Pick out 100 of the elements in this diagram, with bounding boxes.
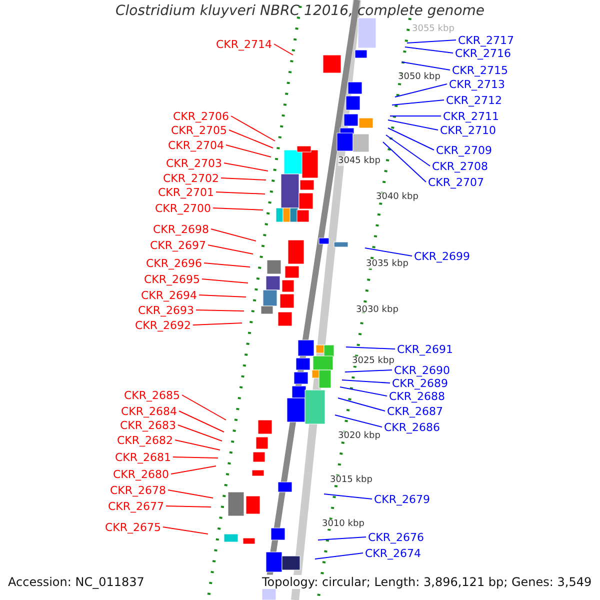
leader-line [338, 398, 386, 412]
leader-line [166, 506, 212, 508]
leader-line [216, 192, 266, 194]
gene-label: CKR_2682 [116, 434, 173, 447]
leader-line [202, 278, 248, 284]
leader-line [314, 552, 364, 560]
gene-label: CKR_2692 [134, 319, 191, 332]
leader-line [196, 310, 244, 312]
footer-text: Topology: circular; Length: 3,896,121 bp; Genes: 3,549 [262, 575, 592, 589]
gene-label: CKR_2675 [104, 521, 161, 534]
gene-label: CKR_2699 [414, 250, 470, 263]
gene-label: CKR_2684 [120, 405, 177, 418]
gene-label: CKR_2701 [158, 186, 214, 199]
gene-label: CKR_2689 [392, 377, 448, 390]
leader-line [162, 526, 208, 534]
leader-line [406, 40, 456, 44]
gene-label: CKR_2680 [112, 468, 169, 481]
gene-label: CKR_2712 [446, 94, 502, 107]
gene-label: CKR_2713 [449, 78, 506, 91]
leader-line [382, 142, 426, 182]
gene-label: CKR_2717 [458, 34, 514, 47]
footer-text: Accession: NC_011837 [8, 575, 144, 589]
gene-label: CKR_2714 [216, 38, 272, 51]
gene-label: CKR_2704 [168, 139, 224, 152]
leader-line [318, 536, 366, 540]
leader-line [230, 116, 276, 142]
leader-line [224, 162, 268, 172]
leader-line [346, 346, 396, 350]
gene-label: CKR_2698 [152, 223, 209, 236]
gene-label: CKR_2679 [374, 493, 430, 506]
leader-line [226, 144, 272, 158]
gene-label: CKR_2697 [150, 239, 206, 252]
leader-line [178, 424, 222, 442]
gene-label: CKR_2710 [440, 124, 496, 137]
leader-line [174, 440, 220, 450]
gene-label: CKR_2708 [432, 160, 488, 173]
scale-tick-label: 3010 kbp [322, 519, 364, 529]
gene-label: CKR_2705 [170, 124, 227, 137]
gene-label: CKR_2711 [443, 110, 500, 123]
gene-label: CKR_2691 [397, 343, 454, 356]
leader-line [170, 466, 216, 474]
scale-tick-label: 3055 kbp [412, 24, 454, 34]
gene-label: CKR_2709 [436, 144, 492, 157]
leader-line [324, 494, 372, 500]
leader-line [334, 414, 382, 428]
gene-label: CKR_2686 [384, 421, 440, 434]
leader-line [212, 208, 264, 210]
leader-line [168, 490, 214, 498]
leader-line [274, 44, 294, 56]
leader-line [340, 386, 388, 396]
gene-label: CKR_2703 [166, 157, 222, 170]
leader-line [178, 410, 224, 432]
leader-line [404, 46, 454, 54]
gene-label: CKR_2687 [387, 405, 444, 418]
gene-label: CKR_2694 [140, 289, 197, 302]
leader-line [388, 120, 438, 130]
gene-label: CKR_2700 [154, 202, 211, 215]
leader-line [394, 84, 448, 98]
leader-line [204, 262, 250, 268]
leader-line [182, 394, 226, 420]
leader-line [388, 128, 434, 150]
gene-label: CKR_2688 [389, 390, 446, 403]
scale-tick-label: 3015 kbp [330, 475, 372, 485]
gene-label: CKR_2702 [162, 172, 219, 185]
gene-label: CKR_2707 [428, 176, 484, 189]
leader-line [220, 178, 266, 180]
gene-label: CKR_2706 [172, 110, 229, 123]
leader-line [364, 248, 412, 256]
gene-label: CKR_2678 [110, 484, 166, 497]
scale-tick-label: 3025 kbp [352, 356, 394, 366]
gene-label: CKR_2715 [452, 64, 508, 77]
scale-tick-label: 3020 kbp [338, 431, 380, 441]
leader-line [402, 62, 450, 70]
scale-tick-label: 3050 kbp [398, 72, 440, 82]
gene-label: CKR_2696 [146, 257, 202, 270]
gene-label: CKR_2690 [394, 364, 450, 377]
gene-label: CKR_2681 [114, 451, 171, 464]
title: Clostridium kluyveri NBRC 12016, complete genome [114, 3, 486, 19]
scale-tick-label: 3045 kbp [338, 156, 380, 166]
scale-tick-label: 3030 kbp [356, 305, 398, 315]
leader-line [228, 130, 274, 148]
leader-line [208, 244, 254, 254]
leader-line [198, 294, 246, 298]
gene-label: CKR_2677 [108, 500, 164, 513]
leader-line [392, 100, 444, 106]
gene-label: CKR_2683 [120, 419, 176, 432]
leader-line [342, 380, 390, 384]
leader-line [386, 134, 430, 166]
leader-line [210, 228, 256, 242]
gene-label: CKR_2695 [144, 273, 200, 286]
gene-label: CKR_2693 [138, 304, 194, 317]
leader-line [172, 456, 218, 458]
gene-label: CKR_2716 [455, 47, 512, 60]
gene-label: CKR_2674 [365, 547, 422, 560]
gene-label: CKR_2685 [124, 389, 180, 402]
leader-line [192, 322, 242, 326]
scale-tick-label: 3040 kbp [376, 192, 418, 202]
gene-label: CKR_2676 [368, 531, 424, 544]
leader-line [344, 370, 392, 372]
scale-tick-label: 3035 kbp [366, 259, 408, 269]
